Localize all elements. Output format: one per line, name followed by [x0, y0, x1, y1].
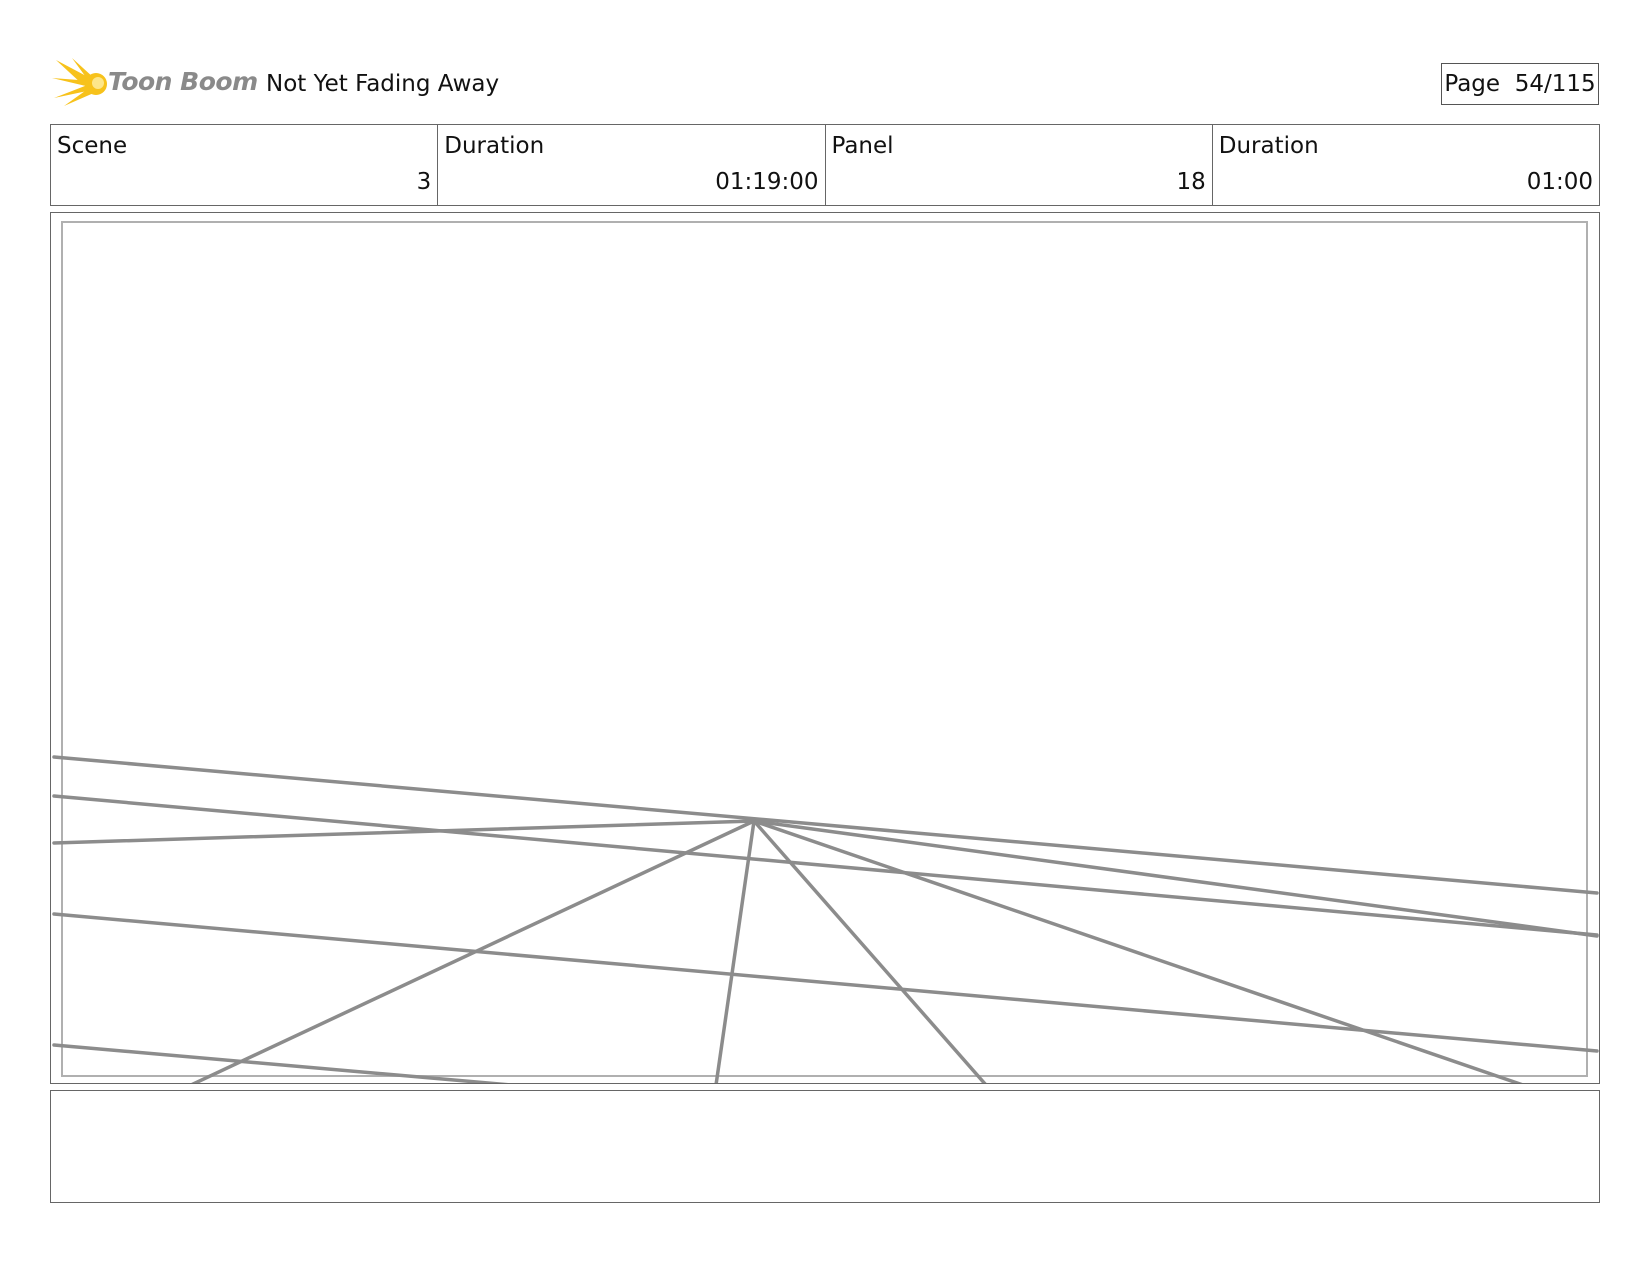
- panel-duration-label: Duration: [1218, 133, 1319, 159]
- panel-value: 18: [1176, 169, 1206, 195]
- scene-duration-label: Duration: [444, 133, 545, 159]
- scene-duration-cell: Duration 01:19:00: [438, 125, 826, 205]
- starburst-icon: [52, 58, 107, 106]
- ray-center-down: [714, 819, 756, 1083]
- horizon-line-3: [52, 819, 756, 845]
- document-title: Not Yet Fading Away: [266, 71, 500, 97]
- scene-cell: Scene 3: [51, 125, 439, 205]
- panel-notes-box[interactable]: [50, 1090, 1600, 1203]
- perspective-sketch: [52, 755, 1599, 1083]
- scene-duration-value: 01:19:00: [715, 169, 819, 195]
- scene-value: 3: [416, 169, 432, 195]
- panel-cell: Panel 18: [826, 125, 1213, 205]
- ray-left-down: [191, 819, 756, 1083]
- ray-right-down: [752, 819, 1523, 1083]
- storyboard-panel: [50, 212, 1600, 1084]
- ground-line-2: [52, 1043, 509, 1083]
- toon-boom-logo: Toon Boom: [52, 56, 258, 108]
- horizon-line-1: [52, 755, 1599, 895]
- panel-duration-cell: Duration 01:00: [1213, 125, 1599, 205]
- logo-wordmark: Toon Boom: [108, 67, 258, 96]
- ground-line-1: [52, 912, 1599, 1053]
- page-value: 54/115: [1514, 71, 1596, 97]
- panel-safe-area: [61, 221, 1588, 1077]
- horizon-line-2: [52, 794, 1599, 937]
- scene-info-table: Scene 3 Duration 01:19:00 Panel 18 Durat…: [50, 124, 1600, 206]
- ray-right-shallow: [752, 819, 1599, 938]
- ray-mid-down: [752, 819, 987, 1083]
- scene-label: Scene: [57, 133, 128, 159]
- panel-label: Panel: [831, 133, 894, 159]
- panel-duration-value: 01:00: [1526, 169, 1593, 195]
- page-label: Page: [1444, 71, 1501, 97]
- page-indicator: Page 54/115: [1441, 63, 1599, 105]
